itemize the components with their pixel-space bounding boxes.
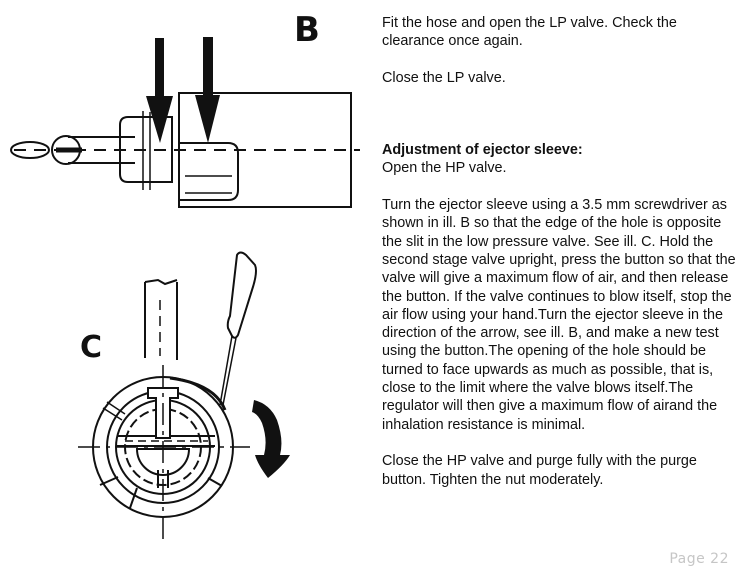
rotation-arrow-icon — [252, 400, 290, 478]
stem — [144, 278, 178, 360]
screwdriver-icon — [219, 251, 257, 406]
illustration-c: C — [78, 251, 290, 545]
illustrations: B C — [10, 10, 360, 545]
illustration-b-label: B — [294, 10, 320, 50]
instructions-text: Fit the hose and open the LP valve. Chec… — [382, 14, 742, 507]
arrow-down-icon — [195, 37, 220, 143]
paragraph-turn-sleeve: Turn the ejector sleeve using a 3.5 mm s… — [382, 197, 736, 433]
illustration-c-label: C — [80, 330, 102, 365]
paragraph-fit-hose: Fit the hose and open the LP valve. Chec… — [382, 15, 677, 50]
nut — [119, 116, 173, 183]
section-ejector-sleeve: Adjustment of ejector sleeve: Open the H… — [382, 141, 742, 178]
arrow-down-icon — [146, 38, 173, 143]
shaft — [68, 136, 135, 164]
ejector-sleeve — [179, 142, 239, 201]
paragraph-close-hp: Close the HP valve and purge fully with … — [382, 453, 697, 488]
shaft-tip — [10, 141, 50, 159]
page-number: Page 22 — [669, 551, 729, 567]
paragraph-open-hp: Open the HP valve. — [382, 160, 507, 177]
paragraph-close-lp: Close the LP valve. — [382, 69, 506, 86]
section-heading: Adjustment of ejector sleeve: — [382, 142, 583, 159]
illustration-b: B — [10, 10, 360, 208]
